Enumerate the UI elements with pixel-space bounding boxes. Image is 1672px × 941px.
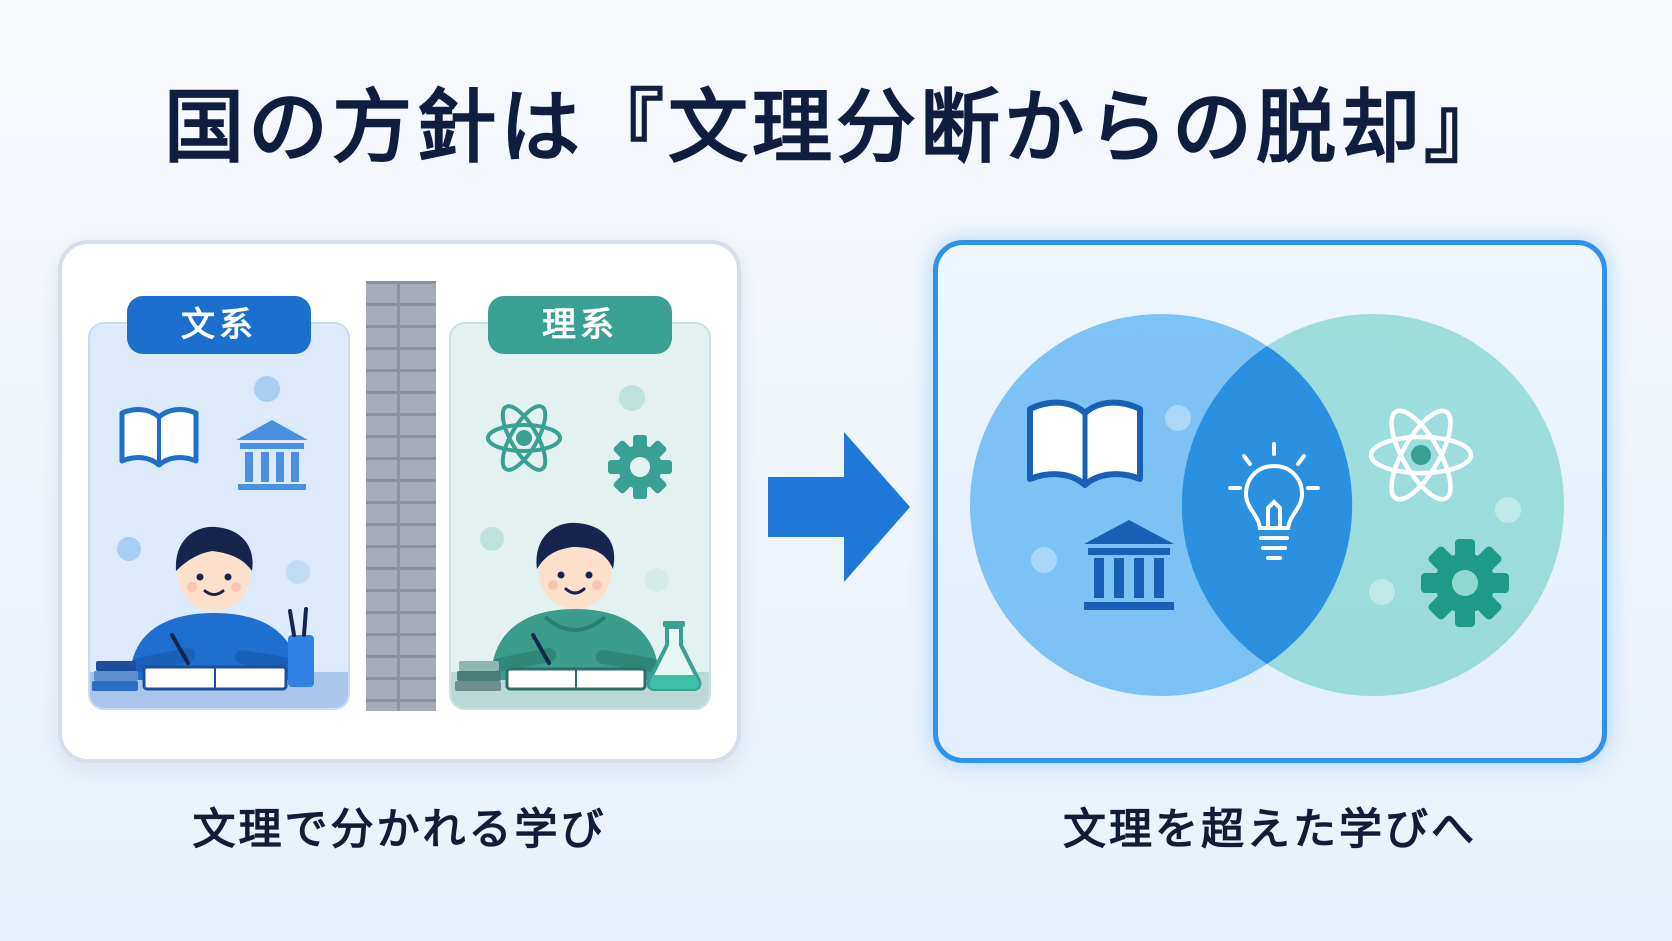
atom-icon	[1368, 408, 1474, 502]
decor-dot	[286, 560, 310, 584]
building-icon	[236, 420, 308, 490]
science-label: 理系	[488, 296, 672, 354]
right-caption: 文理を超えた学びへ	[1063, 805, 1477, 855]
science-student-illustration	[455, 522, 702, 691]
atom-icon	[486, 404, 562, 472]
book-icon	[1027, 399, 1143, 488]
building-icon	[1084, 520, 1174, 610]
page-title: 国の方針は『文理分断からの脱却』	[164, 81, 1508, 174]
transition-arrow	[768, 432, 910, 582]
humanities-label: 文系	[127, 296, 311, 354]
book-icon	[119, 407, 199, 468]
decor-dot	[619, 385, 645, 411]
decor-dot	[480, 527, 504, 551]
left-caption: 文理で分かれる学び	[192, 805, 607, 855]
decor-dot	[645, 568, 669, 592]
overlap-region	[1181, 346, 1353, 664]
humanities-student-illustration	[92, 526, 314, 691]
lightbulb-icon	[1228, 442, 1320, 560]
decor-dot	[117, 537, 141, 561]
gear-icon	[608, 435, 672, 499]
decor-dot	[254, 376, 280, 402]
brick-wall	[366, 281, 436, 711]
gear-icon	[1421, 539, 1509, 627]
